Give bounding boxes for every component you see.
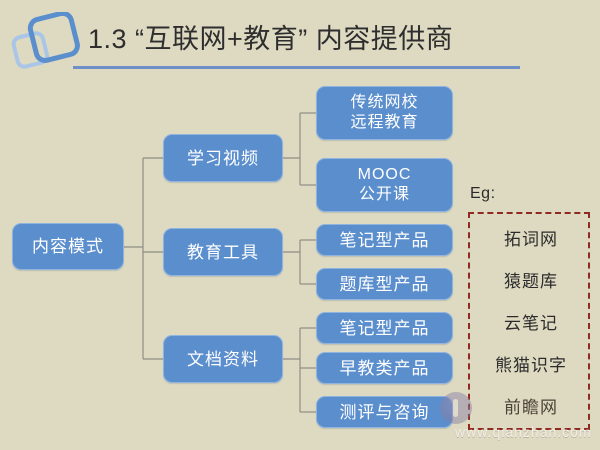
node-label: 笔记型产品 (339, 318, 430, 338)
node-label-line1: 传统网校 (350, 94, 419, 111)
mindmap-leaf-note-product-b[interactable]: 笔记型产品 (316, 312, 453, 344)
mindmap-leaf-early-education-product[interactable]: 早教类产品 (316, 352, 453, 384)
node-label: 测评与咨询 (339, 402, 430, 422)
example-item: 拓词网 (504, 230, 558, 249)
mindmap-leaf-question-bank-product[interactable]: 题库型产品 (316, 268, 453, 300)
examples-label: Eg: (470, 185, 496, 202)
node-label: 题库型产品 (339, 274, 430, 294)
mindmap-leaf-mooc[interactable]: MOOC 公开课 (316, 158, 453, 212)
example-item: 猿题库 (504, 272, 558, 291)
examples-box: 拓词网 猿题库 云笔记 熊猫识字 前瞻网 (468, 212, 590, 430)
mindmap-node-learning-video[interactable]: 学习视频 (163, 134, 283, 182)
qianzhan-circle-logo-icon (440, 392, 472, 424)
node-label-line2: 远程教育 (350, 114, 419, 131)
double-rounded-square-logo (11, 12, 80, 69)
mindmap-leaf-assessment-consulting[interactable]: 测评与咨询 (316, 396, 453, 428)
title-underline (73, 66, 520, 69)
mindmap-leaf-note-product-a[interactable]: 笔记型产品 (316, 224, 453, 256)
node-label-line2: 公开课 (358, 186, 410, 203)
example-item: 前瞻网 (504, 398, 558, 417)
node-label: 学习视频 (187, 148, 259, 168)
example-item: 熊猫识字 (495, 356, 567, 375)
mindmap-leaf-traditional-online-school[interactable]: 传统网校 远程教育 (316, 86, 453, 140)
node-label-line1: MOOC (357, 166, 412, 183)
mindmap-node-document-materials[interactable]: 文档资料 (163, 335, 283, 383)
node-label: 早教类产品 (339, 358, 430, 378)
mindmap-node-education-tools[interactable]: 教育工具 (163, 228, 283, 276)
mindmap-root-label: 内容模式 (32, 237, 104, 256)
page-title: 1.3 “互联网+教育” 内容提供商 (88, 24, 454, 54)
watermark-url: www.qianzhan.com (455, 424, 592, 440)
node-label: 文档资料 (187, 349, 259, 369)
node-label: 笔记型产品 (339, 230, 430, 250)
example-item: 云笔记 (504, 314, 558, 333)
mindmap-root-node[interactable]: 内容模式 (12, 223, 124, 270)
title-bar: 1.3 “互联网+教育” 内容提供商 (0, 0, 600, 78)
node-label: 教育工具 (187, 242, 259, 262)
